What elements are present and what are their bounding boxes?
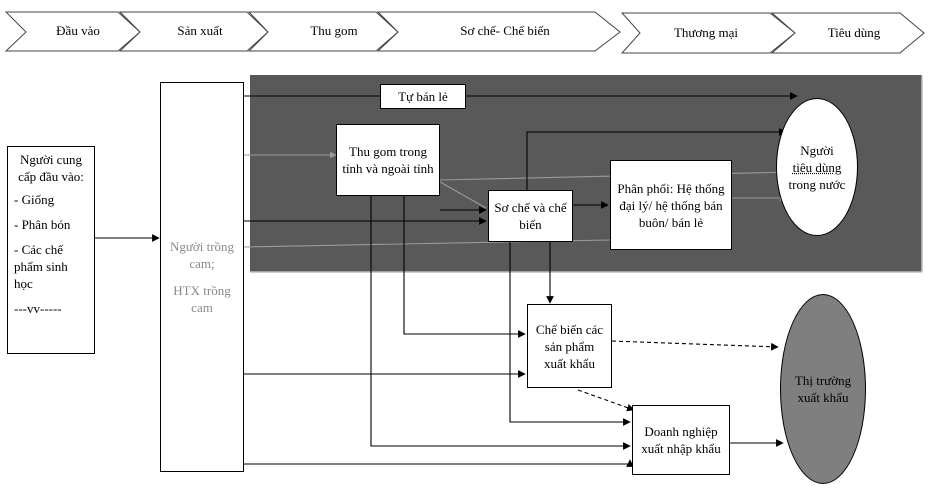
stage-chevron-consumption xyxy=(770,12,925,54)
stage-label-trade: Thương mại xyxy=(674,25,738,40)
grower-label-farmers: Người trồng cam; xyxy=(169,239,235,271)
input-supplier-title: Người cung cấp đầu vào: xyxy=(18,152,84,184)
stage-label-processing: Sơ chế- Chế biến xyxy=(460,23,550,38)
stage-chevron-production xyxy=(118,11,269,52)
grower-box: Người trồng cam; HTX trồng cam xyxy=(160,82,244,472)
domestic-consumer-word2: tiêu dùng xyxy=(792,159,842,175)
stage-chevrons xyxy=(4,11,925,54)
input-item-bio: - Các chế phẩm sinh học xyxy=(14,242,68,291)
stage-label-collection: Thu gom xyxy=(310,23,357,38)
domestic-consumer-word1: Người xyxy=(800,142,834,158)
export-enterprise-box: Doanh nghiệp xuất nhập khẩu xyxy=(632,405,730,475)
input-supplier-box: Người cung cấp đầu vào: - Giống - Phân b… xyxy=(7,146,95,354)
grower-label-cooperative: HTX trồng cam xyxy=(173,283,231,315)
domestic-consumer-rest: trong nước xyxy=(788,176,846,192)
stage-chevron-processing xyxy=(376,11,621,52)
distribution-box: Phân phối: Hệ thống đại lý/ hệ thống bán… xyxy=(610,160,732,250)
self-retail-box: Tự bán lẻ xyxy=(380,84,466,109)
preprocess-box: Sơ chế và chế biến xyxy=(488,190,573,242)
stage-label-production: Sản xuất xyxy=(177,23,223,38)
flow-connectors xyxy=(95,92,798,467)
input-item-etc: ---vv----- xyxy=(14,301,62,316)
domestic-consumer-ellipse: Người tiêu dùng trong nước xyxy=(776,98,858,236)
stage-chevron-collection xyxy=(247,11,399,52)
input-item-seed: - Giống xyxy=(14,192,55,207)
stage-label-consumption: Tiêu dùng xyxy=(828,25,881,40)
input-item-fertilizer: - Phân bón xyxy=(14,217,71,232)
export-market-ellipse: Thị trường xuất khẩu xyxy=(780,294,866,484)
stage-label-input: Đầu vào xyxy=(56,23,100,38)
collector-box: Thu gom trong tỉnh và ngoài tỉnh xyxy=(336,124,440,196)
stage-chevron-input xyxy=(4,11,141,52)
stage-chevron-trade xyxy=(620,12,796,54)
export-processing-box: Chế biến các sản phẩm xuất khẩu xyxy=(527,304,612,388)
